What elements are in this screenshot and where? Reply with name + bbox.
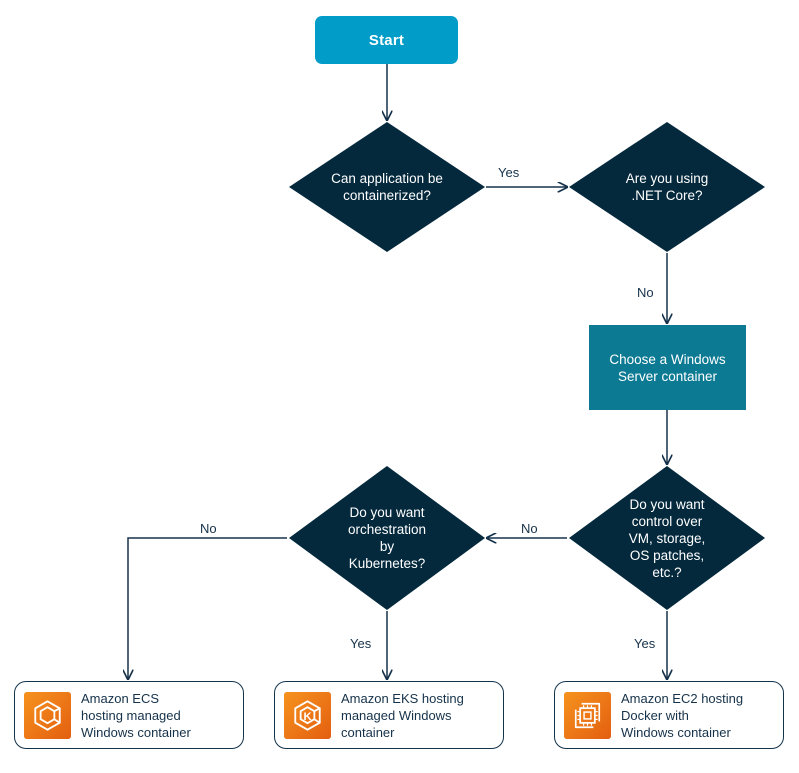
node-do-you-want-kubernetes-orchestration[interactable]: Do you want orchestration by Kubernetes? [289, 466, 485, 610]
node-containerize-label: Can application be containerized? [331, 171, 443, 203]
node-ec2-label: Amazon EC2 hosting Docker with Windows c… [621, 690, 744, 740]
node-start[interactable]: Start [315, 16, 458, 64]
edge-label-kubernetes-yes: Yes [350, 636, 372, 651]
node-can-application-be-containerized[interactable]: Can application be containerized? [289, 122, 485, 252]
aws-eks-icon: K [284, 691, 331, 739]
node-do-you-want-control[interactable]: Do you want control over VM, storage, OS… [569, 466, 765, 610]
node-ecs-label: Amazon ECS hosting managed Windows conta… [81, 690, 191, 740]
edge-label-kubernetes-no: No [200, 521, 217, 536]
edge-label-containerize-yes: Yes [498, 165, 520, 180]
edge-label-control-no: No [521, 521, 538, 536]
node-eks-label: Amazon EKS hosting managed Windows conta… [341, 690, 464, 740]
node-windows-container-label: Choose a Windows Server container [609, 351, 726, 384]
svg-text:K: K [303, 710, 312, 722]
node-start-label: Start [368, 31, 405, 49]
edge-label-control-yes: Yes [634, 636, 656, 651]
node-amazon-ec2[interactable]: Amazon EC2 hosting Docker with Windows c… [554, 681, 784, 749]
node-amazon-eks[interactable]: K Amazon EKS hosting managed Windows con… [274, 681, 504, 749]
edge-label-netcore-no: No [637, 285, 654, 300]
aws-ecs-icon [24, 691, 71, 739]
node-choose-windows-server-container[interactable]: Choose a Windows Server container [589, 325, 746, 410]
node-control-label: Do you want control over VM, storage, OS… [628, 496, 706, 580]
node-kubernetes-label: Do you want orchestration by Kubernetes? [347, 505, 427, 571]
edge-kubernetes-to-ecs [128, 537, 287, 679]
node-amazon-ecs[interactable]: Amazon ECS hosting managed Windows conta… [14, 681, 244, 749]
node-are-you-using-net-core[interactable]: Are you using .NET Core? [569, 122, 765, 252]
aws-ec2-icon [564, 691, 611, 739]
node-netcore-label: Are you using .NET Core? [625, 171, 709, 203]
